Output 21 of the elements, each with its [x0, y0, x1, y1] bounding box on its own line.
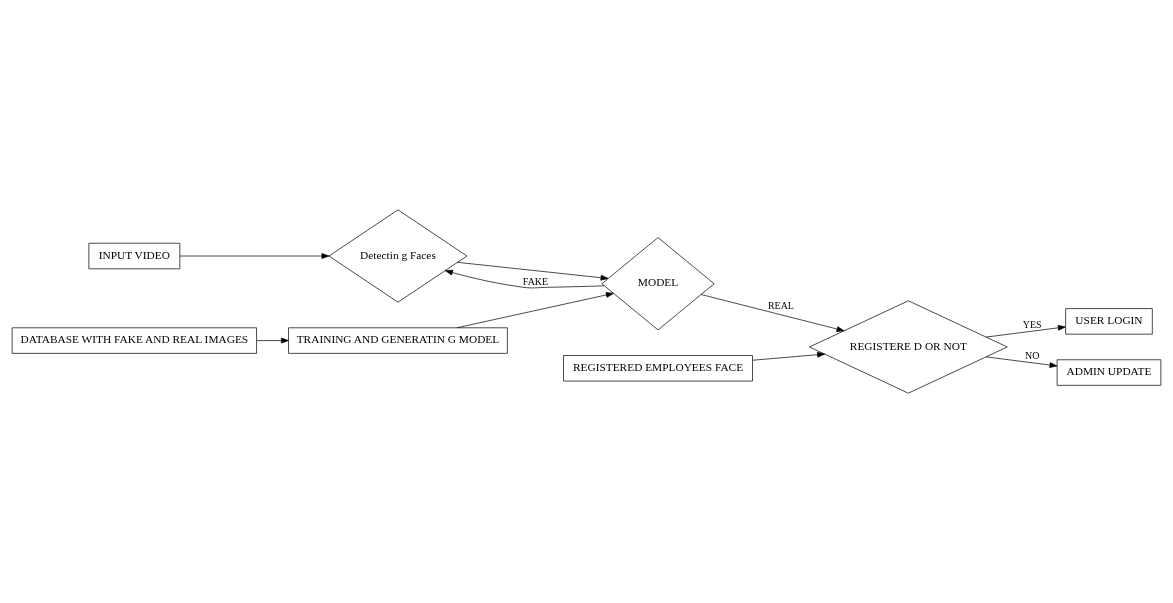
node-box: USER LOGIN	[1065, 308, 1153, 335]
arrow	[457, 262, 609, 281]
arrow	[700, 294, 845, 332]
arrow	[752, 351, 825, 361]
arrow	[456, 292, 614, 329]
edge-label: REAL	[767, 300, 794, 312]
arrow	[256, 337, 289, 344]
node-box: INPUT VIDEO	[88, 242, 181, 270]
node-box: DATABASE WITH FAKE AND REAL IMAGES	[11, 327, 257, 354]
edge-label: FAKE	[522, 275, 549, 287]
edge-label: YES	[1022, 318, 1042, 330]
node-box: REGISTERED EMPLOYEES FACE	[563, 355, 753, 382]
node-diamond: REGISTERE D OR NOT	[809, 300, 1008, 394]
arrow	[985, 356, 1058, 368]
node-diamond: Detectin g Faces	[328, 209, 468, 303]
arrow	[985, 325, 1066, 338]
edge-label: NO	[1025, 350, 1040, 362]
arrow	[445, 269, 605, 289]
node-box: ADMIN UPDATE	[1056, 359, 1162, 386]
node-box: TRAINING AND GENERATIN G MODEL	[288, 327, 508, 354]
arrow	[179, 253, 330, 259]
